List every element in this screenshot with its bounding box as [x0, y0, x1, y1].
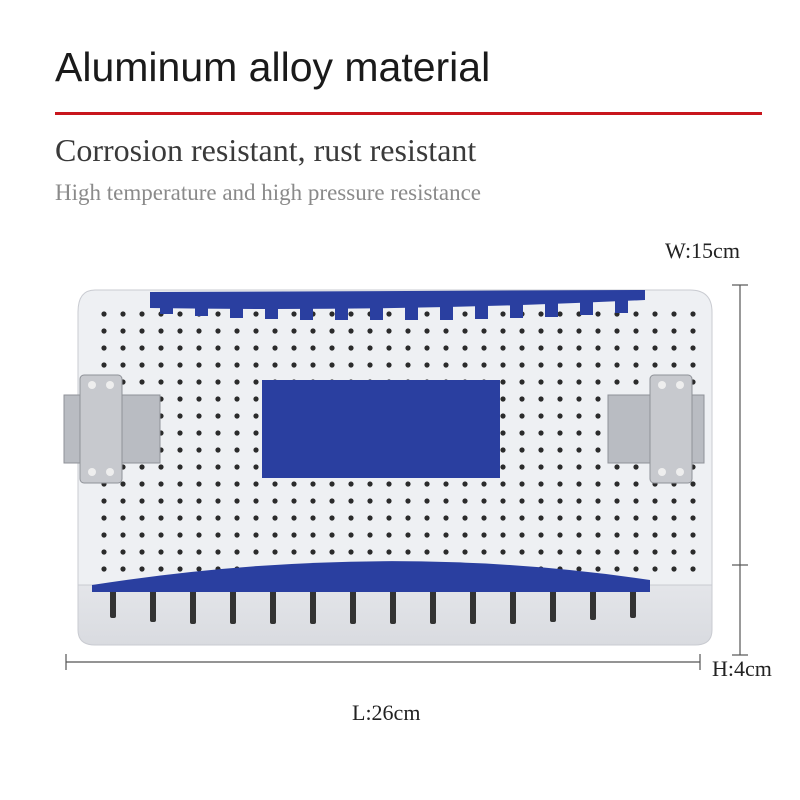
blue-label-plate [262, 380, 500, 478]
dimension-lines [65, 284, 748, 670]
title-divider [55, 112, 762, 115]
tagline: High temperature and high pressure resis… [55, 180, 481, 205]
subtitle: Corrosion resistant, rust resistant [55, 132, 477, 168]
body-slots [110, 590, 636, 624]
bottom-silicone-band [92, 561, 650, 592]
page-title: Aluminum alloy material [55, 44, 491, 90]
left-latch-clip [63, 374, 161, 484]
right-latch-clip [607, 374, 705, 484]
height-label: H:4cm [712, 656, 772, 681]
length-label: L:26cm [352, 700, 421, 725]
top-band-teeth [160, 292, 628, 320]
width-label: W:15cm [665, 238, 740, 263]
